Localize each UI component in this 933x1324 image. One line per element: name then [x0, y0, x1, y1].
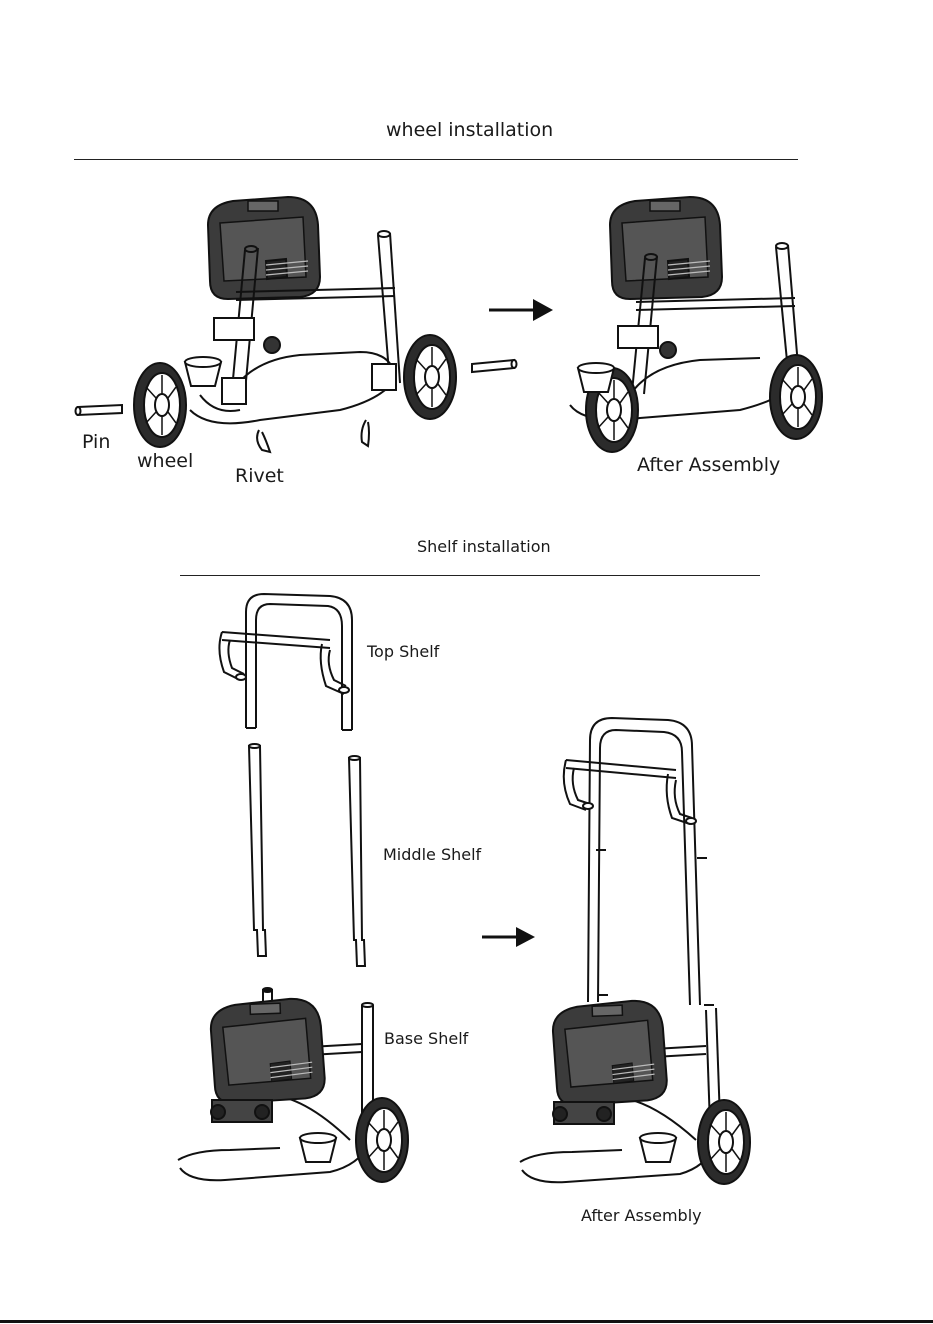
rivet-left [257, 430, 270, 452]
base-shelf-cup [300, 1133, 336, 1162]
wheel-after-wheel-right [770, 355, 822, 439]
arrow-shelf-step [482, 927, 535, 947]
arrow-wheel-step [489, 299, 553, 321]
base-shelf-pump [211, 1100, 272, 1122]
shelf-after-motor [552, 1000, 667, 1106]
wheel-exploded-view [190, 197, 400, 423]
pin-right [472, 360, 517, 372]
shelf-after-wheel [698, 1100, 750, 1184]
top-shelf-part [219, 594, 352, 730]
middle-shelf-part [249, 744, 365, 966]
wheel-exploded-wheel-right [404, 335, 456, 419]
shelf-after-pump [553, 1102, 614, 1124]
shelf-after-cup [640, 1133, 676, 1162]
base-shelf-motor [210, 998, 325, 1104]
page-bottom-border [0, 1320, 933, 1323]
wheel-exploded-wheel-left [134, 363, 186, 447]
pin-left [76, 405, 123, 415]
wheel-exploded-cup [185, 357, 221, 386]
wheel-after-cup [578, 363, 614, 392]
shelf-after-assembly-view [520, 718, 720, 1182]
base-shelf-wheel [356, 1098, 408, 1182]
rivet-right [362, 420, 370, 446]
